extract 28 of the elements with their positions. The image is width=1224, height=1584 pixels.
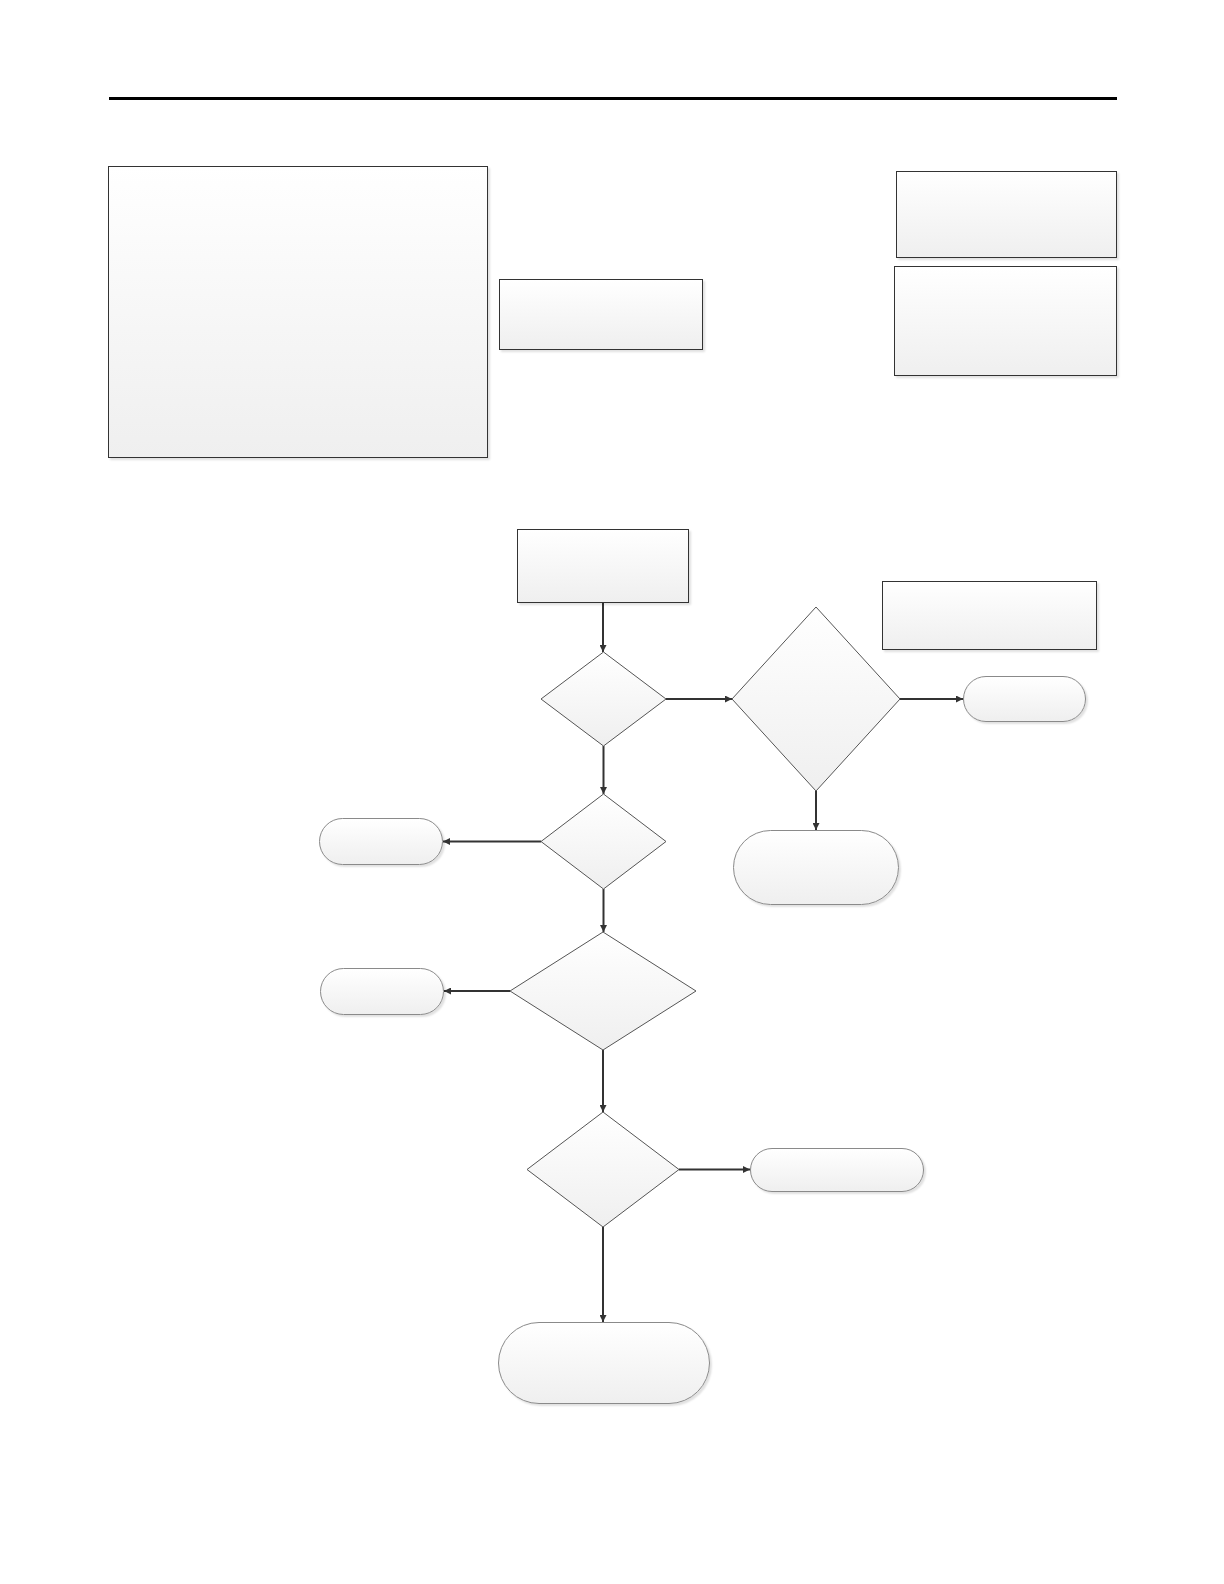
terminal-pill <box>319 818 443 865</box>
process-box <box>896 171 1117 258</box>
terminal-pill <box>750 1148 924 1192</box>
process-box <box>499 279 703 350</box>
process-box <box>108 166 488 458</box>
terminal-pill <box>963 676 1086 722</box>
arrow <box>599 1049 607 1113</box>
decision-diamond <box>527 1112 679 1227</box>
arrow <box>812 790 820 831</box>
terminal-pill <box>733 830 899 905</box>
decision-diamond <box>732 607 900 791</box>
process-box <box>882 581 1097 650</box>
arrow <box>600 888 607 933</box>
arrow <box>899 695 964 703</box>
arrow <box>599 1226 607 1323</box>
arrow <box>443 987 511 995</box>
decision-diamond <box>510 932 696 1050</box>
arrow <box>665 695 733 703</box>
arrow <box>599 602 607 653</box>
process-box <box>894 266 1117 376</box>
terminal-pill <box>320 968 444 1015</box>
arrow <box>442 838 542 845</box>
arrow <box>600 745 607 795</box>
arrow <box>678 1166 751 1173</box>
decision-diamond <box>541 652 666 746</box>
terminal-pill <box>498 1322 710 1404</box>
decision-diamond <box>541 794 666 889</box>
process-box <box>517 529 689 603</box>
